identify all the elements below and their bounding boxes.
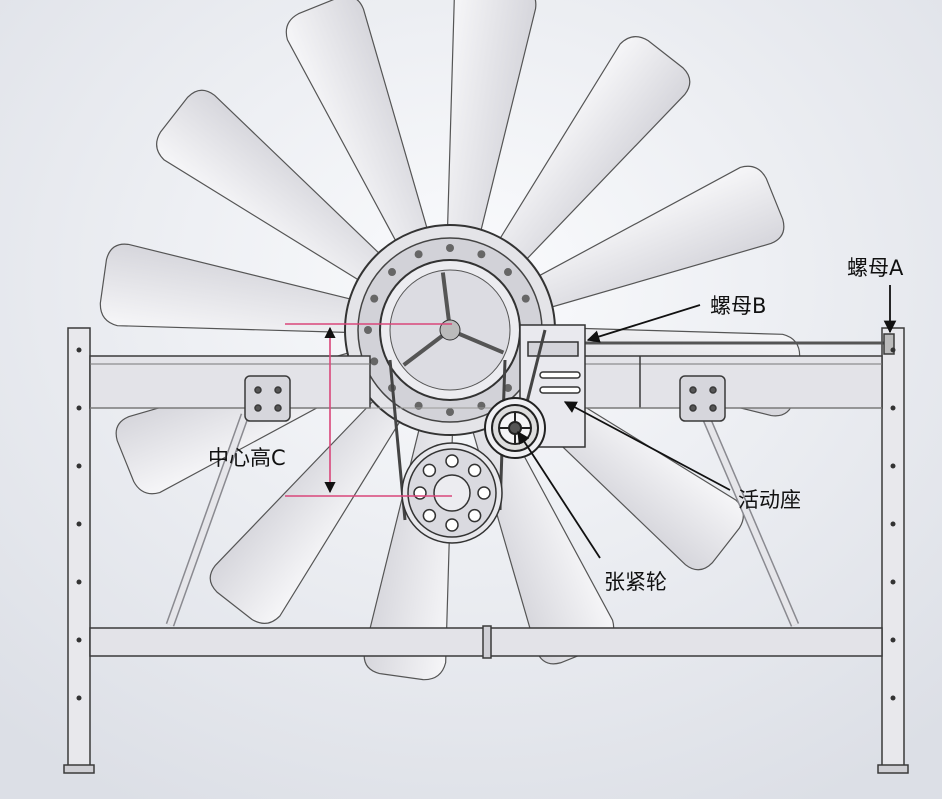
hub-bolt [446, 408, 454, 416]
fan-hub [344, 224, 556, 436]
fan-blade [285, 0, 430, 249]
post-hole [76, 463, 82, 469]
pulley-hole [445, 454, 459, 468]
fan-blade [495, 36, 691, 266]
fan-blade [531, 165, 785, 310]
fan-blades [99, 0, 801, 681]
label-movable-seat: 活动座 [738, 488, 801, 512]
post-hole [76, 637, 82, 643]
pulley-hole [413, 486, 427, 500]
post-hole [76, 579, 82, 585]
hub-bolt [364, 326, 372, 334]
fan-blade [209, 394, 405, 624]
hub-bolt [503, 268, 512, 277]
fan-blade [99, 243, 359, 334]
hub-bolt [388, 268, 397, 277]
nut-b-arrow [586, 304, 701, 343]
label-center-height-c: 中心高C [208, 446, 286, 470]
post-hole [890, 463, 896, 469]
pulley-hole [422, 463, 437, 478]
post-hole [890, 347, 896, 353]
post-hole [890, 405, 896, 411]
label-tensioner-wheel: 张紧轮 [604, 570, 667, 594]
pulley-hole [467, 463, 482, 478]
label-nut-b: 螺母B [710, 294, 767, 318]
post-hole [76, 347, 82, 353]
post-hole [76, 405, 82, 411]
hub-bolt [414, 250, 423, 259]
hub-bolt [477, 250, 486, 259]
annotation-arrows [517, 285, 897, 559]
post-hole [76, 521, 82, 527]
fan-blade [446, 0, 537, 239]
tensioner-wheel [484, 397, 546, 459]
post-hole [890, 579, 896, 585]
center-height-dimension [285, 323, 452, 497]
post-hole [890, 521, 896, 527]
fan-blade [156, 89, 386, 285]
hub-bolt [477, 401, 486, 410]
hub-bolt [503, 383, 512, 392]
post-hole [76, 695, 82, 701]
movable-seat-arrow [563, 401, 731, 491]
motor-pulley [401, 442, 503, 544]
label-nut-a: 螺母A [847, 256, 904, 280]
post-hole [890, 695, 896, 701]
hub-bolt [370, 294, 379, 303]
pulley-hole [467, 508, 482, 523]
pulley-hole [445, 518, 459, 532]
tensioner-arrow [517, 430, 601, 559]
hub-bolt [370, 357, 379, 366]
hub-bolt [521, 294, 530, 303]
hub-bolt [414, 401, 423, 410]
hub-bolt [446, 244, 454, 252]
post-hole [890, 637, 896, 643]
frame [63, 327, 909, 774]
pulley-hole [477, 486, 491, 500]
pulley-hole [422, 508, 437, 523]
